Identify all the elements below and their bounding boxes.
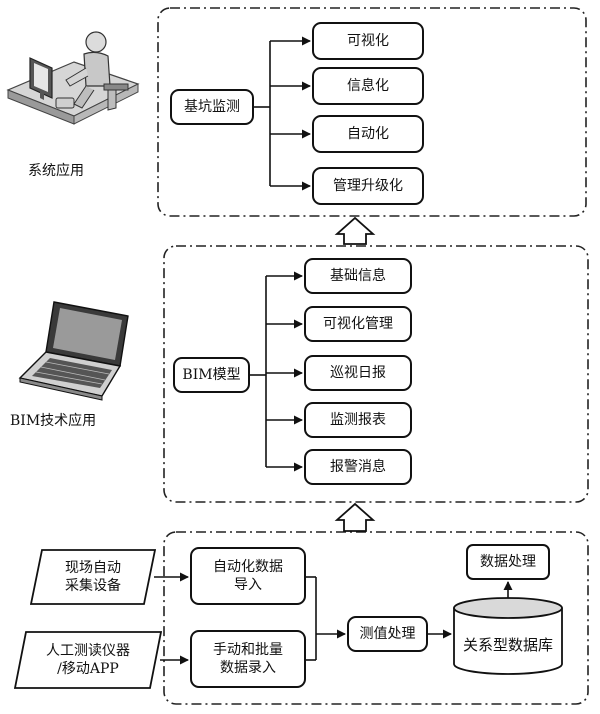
top-tree-connectors	[254, 36, 311, 191]
visualization-node: 可视化	[312, 22, 424, 60]
middle-panel	[163, 245, 589, 503]
monitoring-report-node: 监测报表	[304, 402, 412, 438]
auto-data-import-node: 自动化数据 导入	[190, 547, 306, 605]
bottom-flow-connectors	[154, 572, 513, 665]
up-arrow-middle-to-top	[334, 216, 376, 245]
middle-tree-connectors	[250, 271, 303, 472]
pit-monitoring-node: 基坑监测	[170, 89, 254, 125]
top-panel	[157, 7, 587, 217]
manual-reading-input: 人工测读仪器 /移动APP	[14, 631, 162, 689]
visual-management-node: 可视化管理	[304, 306, 412, 342]
field-auto-acquisition-input: 现场自动 采集设备	[30, 549, 156, 605]
basic-info-node: 基础信息	[304, 258, 412, 294]
manual-batch-entry-node: 手动和批量 数据录入	[190, 630, 306, 688]
alarm-message-node: 报警消息	[304, 449, 412, 485]
relational-database-label: 关系型数据库	[462, 636, 553, 654]
measured-value-processing-node: 测值处理	[347, 616, 428, 652]
automation-node: 自动化	[312, 115, 424, 153]
desktop-workstation-icon	[6, 31, 140, 125]
informatization-node: 信息化	[312, 67, 424, 105]
laptop-icon	[18, 301, 129, 401]
field-auto-acquisition-label: 现场自动 采集设备	[65, 560, 121, 594]
bim-technology-application-label: BIM技术应用	[10, 413, 97, 429]
parallelogram-shape	[14, 631, 162, 689]
patrol-daily-report-node: 巡视日报	[304, 355, 412, 391]
manual-reading-label: 人工测读仪器 /移动APP	[46, 643, 130, 677]
system-application-label: 系统应用	[28, 163, 84, 179]
bottom-panel	[163, 531, 589, 705]
database-cylinder	[453, 597, 563, 675]
data-processing-node: 数据处理	[466, 544, 550, 580]
up-arrow-bottom-to-middle	[334, 502, 376, 532]
bim-model-node: BIM模型	[173, 357, 250, 393]
management-upgrade-node: 管理升级化	[312, 167, 424, 205]
parallelogram-shape	[30, 549, 156, 605]
